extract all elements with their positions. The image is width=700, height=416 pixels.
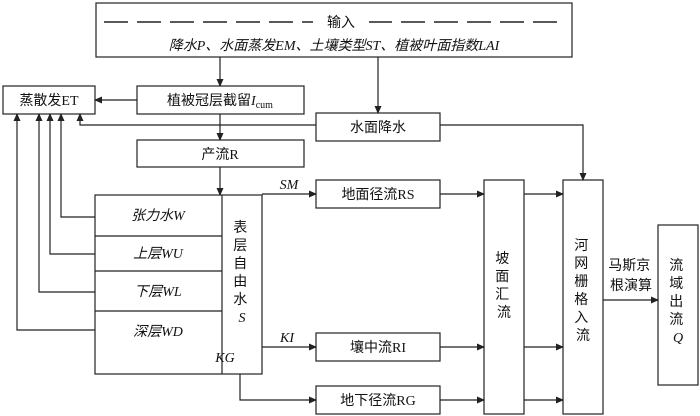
grid-inflow-label: 河 网 栅 格 入 流 xyxy=(574,238,592,344)
evapotranspiration-box: 蒸散发ET xyxy=(2,85,96,115)
tension-water-label: 张力水W xyxy=(131,208,186,224)
interflow-box: 壤中流RI xyxy=(315,332,441,362)
surface-runoff-box: 地面径流RS xyxy=(315,179,441,209)
surface-runoff-label: 地面径流RS xyxy=(341,187,414,203)
runoff-generation-label: 产流R xyxy=(201,147,239,163)
input-box: 输入 降水P、水面蒸发EM、土壤类型ST、植被叶面指数LAI xyxy=(95,2,573,58)
free-water-label: 表 层 自 由 水 S xyxy=(233,220,251,326)
soil-storage-block: 张力水W 上层WU 下层WL 深层WD 表 层 自 由 水 S xyxy=(94,194,263,375)
interflow-label: 壤中流RI xyxy=(350,339,406,356)
sm-label: SM xyxy=(280,178,300,193)
canopy-interception-box: 植被冠层截留Icum xyxy=(136,85,305,115)
basin-outflow-box: 流 域 出 流 Q xyxy=(657,224,699,386)
groundwater-runoff-label: 地下径流RG xyxy=(340,393,415,409)
input-title: 输入 xyxy=(327,15,355,31)
canopy-interception-label: 植被冠层截留Icum xyxy=(167,93,273,111)
basin-outflow-label: 流 域 出 流 Q xyxy=(669,258,687,346)
deep-layer-label: 深层WD xyxy=(133,324,183,340)
water-surface-rain-label: 水面降水 xyxy=(350,120,406,136)
connectors xyxy=(13,57,659,404)
slope-routing-box: 坡 面 汇 流 xyxy=(483,179,525,415)
upper-layer-label: 上层WU xyxy=(133,246,184,262)
evapotranspiration-label: 蒸散发ET xyxy=(19,93,79,109)
water-surface-rain-box: 水面降水 xyxy=(315,112,441,142)
runoff-generation-box: 产流R xyxy=(136,139,305,168)
input-items: 降水P、水面蒸发EM、土壤类型ST、植被叶面指数LAI xyxy=(169,38,501,54)
grid-inflow-box: 河 网 栅 格 入 流 xyxy=(562,179,604,415)
kg-label: KG xyxy=(214,351,234,366)
ki-label: KI xyxy=(279,331,295,346)
slope-routing-label: 坡 面 汇 流 xyxy=(495,251,513,321)
muskingum-label: 马斯京 根演算 xyxy=(608,258,654,294)
lower-layer-label: 下层WL xyxy=(134,284,182,300)
groundwater-runoff-box: 地下径流RG xyxy=(315,385,441,415)
